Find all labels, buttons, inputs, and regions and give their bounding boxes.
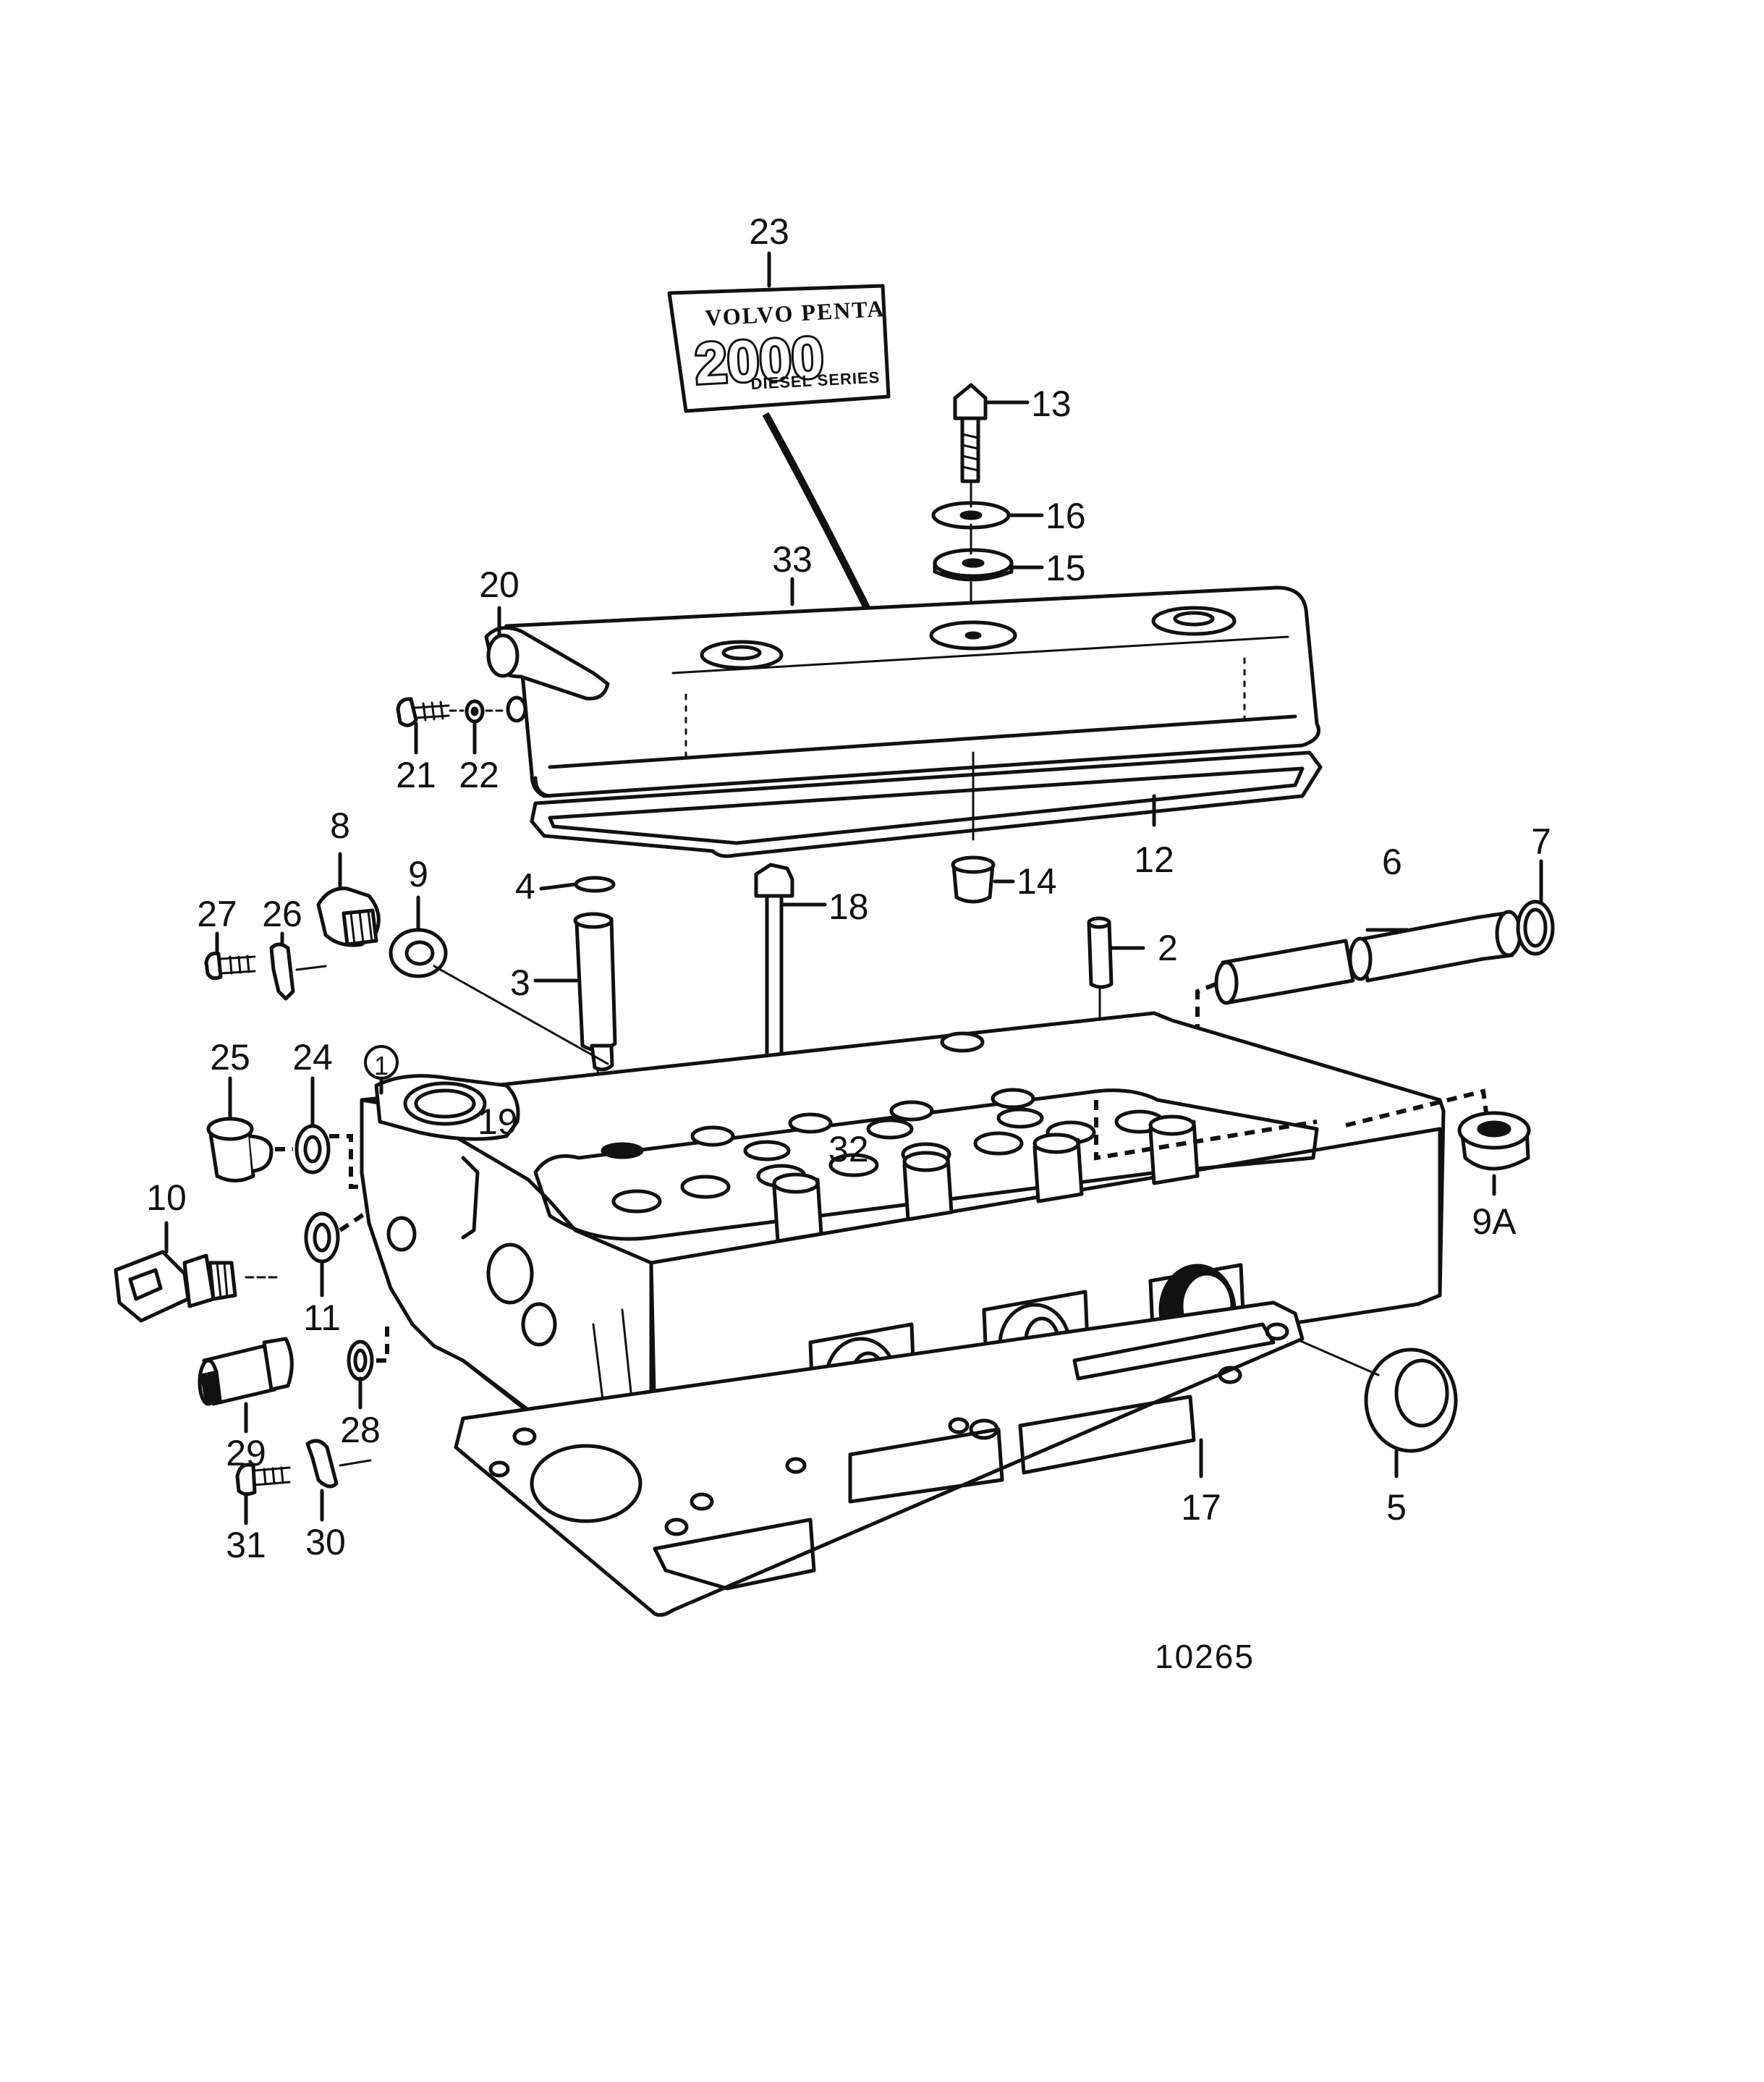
callout-28: 28 — [340, 1410, 381, 1450]
callout-23: 23 — [749, 211, 789, 252]
callout-26: 26 — [262, 894, 302, 934]
plug-8 — [316, 886, 381, 947]
nameplate-badge: VOLVO PENTA 2000 DIESEL SERIES — [667, 284, 891, 413]
callout-4: 4 — [515, 866, 535, 907]
callout-20: 20 — [479, 564, 520, 605]
callout-1: 1 — [374, 1051, 389, 1080]
cap-14 — [951, 855, 996, 904]
callout-10: 10 — [146, 1177, 187, 1218]
callout-11: 11 — [303, 1298, 341, 1338]
plug-25 — [206, 1117, 273, 1182]
callout-22: 22 — [459, 755, 499, 795]
washer-24 — [294, 1124, 331, 1175]
seal-ring-4 — [574, 876, 616, 893]
sleeve-2 — [1087, 916, 1114, 989]
washer-28 — [347, 1340, 374, 1381]
temperature-sensor-10 — [114, 1250, 237, 1323]
callout-19: 19 — [478, 1101, 518, 1142]
cover-side-bolt — [396, 697, 450, 727]
callout-13: 13 — [1031, 384, 1072, 424]
callout-27: 27 — [197, 894, 237, 934]
core-plug-5 — [1364, 1347, 1458, 1453]
head-gasket — [454, 1300, 1305, 1617]
callout-6: 6 — [1382, 842, 1402, 882]
cover-bolt — [953, 383, 988, 483]
injector-sleeve-3 — [573, 912, 617, 1072]
callout-32: 32 — [828, 1129, 869, 1169]
callout-29: 29 — [226, 1433, 266, 1473]
sleeve-29 — [198, 1337, 294, 1406]
callout-labels: 1 2 3 4 5 6 7 8 9 9A 10 11 12 13 14 15 1… — [146, 211, 1551, 1565]
callout-9: 9 — [408, 854, 428, 894]
callout-8: 8 — [330, 805, 350, 846]
valve-cover — [484, 585, 1320, 798]
callout-14: 14 — [1017, 861, 1057, 902]
callout-9a: 9A — [1472, 1201, 1517, 1242]
pipe-6 — [1214, 910, 1522, 1005]
callout-7: 7 — [1531, 821, 1551, 862]
callout-31: 31 — [226, 1525, 266, 1565]
callout-3: 3 — [510, 962, 530, 1003]
callout-15: 15 — [1046, 548, 1086, 588]
callout-18: 18 — [828, 886, 869, 927]
callout-16: 16 — [1046, 496, 1086, 536]
callout-25: 25 — [210, 1037, 250, 1078]
clip-26 — [269, 942, 295, 1001]
washer-11 — [304, 1211, 340, 1264]
callout-21: 21 — [396, 755, 436, 795]
callout-17: 17 — [1181, 1487, 1221, 1528]
figure-number: 10265 — [1155, 1638, 1255, 1675]
washer-9 — [389, 928, 448, 978]
callout-33: 33 — [772, 539, 813, 580]
callout-2: 2 — [1158, 928, 1178, 968]
callout-5: 5 — [1386, 1487, 1407, 1528]
leader-4 — [539, 882, 577, 891]
clip-30 — [305, 1439, 339, 1489]
bolt-31 — [235, 1463, 291, 1497]
callout-12: 12 — [1134, 839, 1174, 880]
nameplate-model: 2000 — [693, 325, 825, 396]
seal-9a — [1457, 1111, 1531, 1171]
callout-24: 24 — [292, 1037, 333, 1078]
bolt-27 — [204, 952, 256, 981]
callout-30: 30 — [305, 1522, 346, 1562]
